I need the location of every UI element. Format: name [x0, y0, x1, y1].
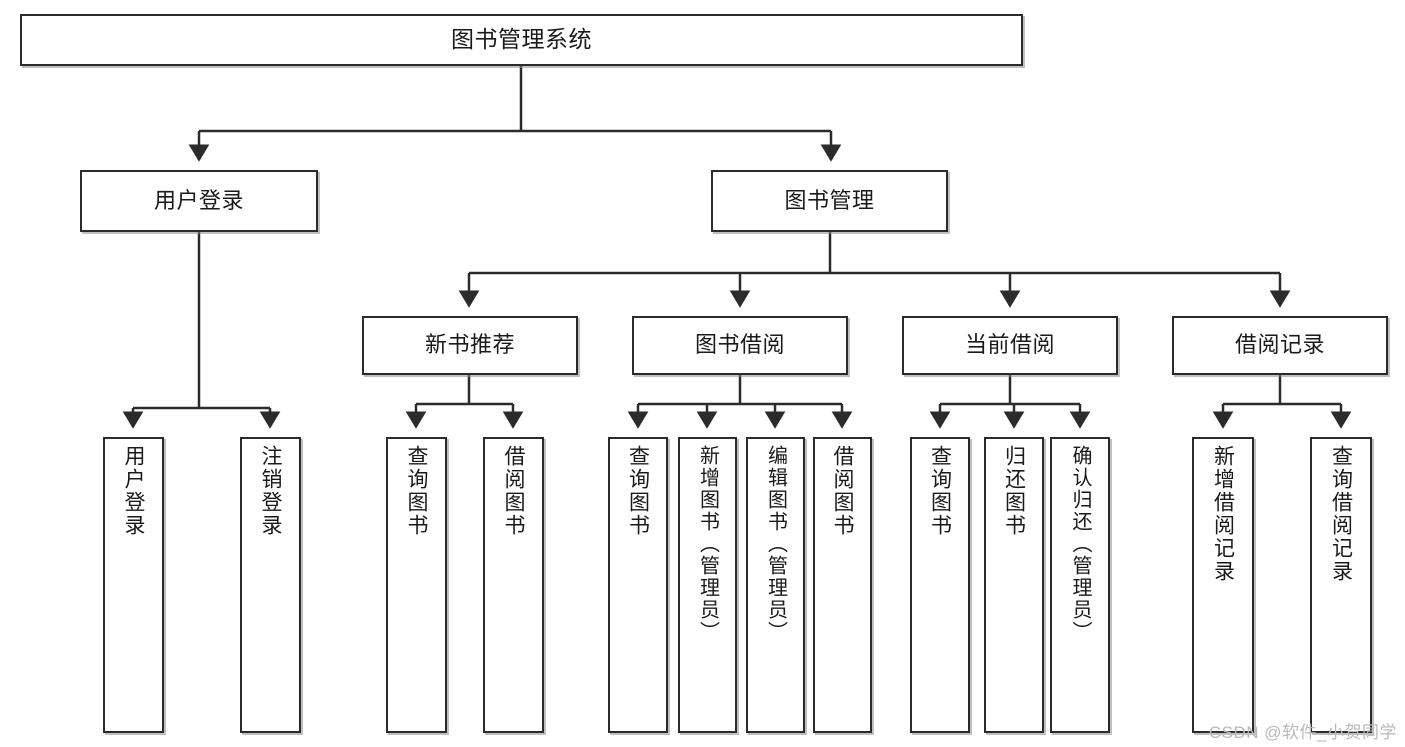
- leaf-node-leaf-add-book[interactable]: 新增图书（管理员）: [678, 437, 737, 733]
- node-label-new-book-recommend: 新书推荐: [424, 332, 515, 358]
- node-label-leaf-borrow-book-1: 借阅图书: [502, 445, 525, 537]
- node-label-user-login: 用户登录: [153, 187, 244, 213]
- level3-node-new-book-recommend[interactable]: 新书推荐: [362, 316, 578, 375]
- node-label-leaf-return-book: 归还图书: [1002, 445, 1026, 537]
- leaf-node-leaf-query-book-3[interactable]: 查询图书: [910, 437, 970, 733]
- node-label-root: 图书管理系统: [451, 26, 592, 53]
- node-label-leaf-logout: 注销登录: [259, 445, 282, 537]
- leaf-node-leaf-confirm-return[interactable]: 确认归还（管理员）: [1050, 437, 1110, 733]
- node-label-leaf-borrow-book-2: 借阅图书: [831, 445, 854, 537]
- node-label-leaf-confirm-return: 确认归还（管理员）: [1069, 445, 1091, 643]
- node-label-leaf-query-book-2: 查询图书: [626, 445, 650, 537]
- node-label-leaf-query-book-1: 查询图书: [405, 445, 428, 537]
- node-label-leaf-add-book: 新增图书（管理员）: [696, 445, 719, 643]
- node-label-leaf-add-record: 新增借阅记录: [1211, 445, 1235, 583]
- node-label-leaf-edit-book: 编辑图书（管理员）: [764, 445, 787, 643]
- level3-node-borrow-record[interactable]: 借阅记录: [1172, 316, 1388, 375]
- level3-node-book-borrow[interactable]: 图书借阅: [632, 316, 848, 375]
- level2-node-book-management[interactable]: 图书管理: [711, 170, 948, 232]
- node-label-leaf-query-book-3: 查询图书: [928, 445, 952, 537]
- leaf-node-leaf-user-login[interactable]: 用户登录: [103, 437, 164, 733]
- leaf-node-leaf-return-book[interactable]: 归还图书: [984, 437, 1044, 733]
- node-label-book-management: 图书管理: [784, 187, 875, 213]
- leaf-node-leaf-query-book-1[interactable]: 查询图书: [386, 437, 447, 733]
- level3-node-current-borrow[interactable]: 当前借阅: [902, 316, 1118, 375]
- node-label-current-borrow: 当前借阅: [964, 332, 1055, 358]
- root-node-root[interactable]: 图书管理系统: [20, 14, 1023, 66]
- leaf-node-leaf-logout[interactable]: 注销登录: [240, 437, 301, 733]
- leaf-node-leaf-query-record[interactable]: 查询借阅记录: [1310, 437, 1372, 733]
- node-label-borrow-record: 借阅记录: [1234, 332, 1325, 358]
- leaf-node-leaf-borrow-book-1[interactable]: 借阅图书: [483, 437, 544, 733]
- leaf-node-leaf-borrow-book-2[interactable]: 借阅图书: [813, 437, 872, 733]
- node-label-book-borrow: 图书借阅: [694, 332, 785, 358]
- node-label-leaf-query-record: 查询借阅记录: [1329, 445, 1353, 583]
- leaf-node-leaf-add-record[interactable]: 新增借阅记录: [1192, 437, 1254, 733]
- leaf-node-leaf-query-book-2[interactable]: 查询图书: [608, 437, 668, 733]
- node-label-leaf-user-login: 用户登录: [122, 445, 145, 537]
- leaf-node-leaf-edit-book[interactable]: 编辑图书（管理员）: [746, 437, 805, 733]
- watermark-label: CSDN @软件_小贺同学: [1208, 723, 1397, 742]
- level2-node-user-login[interactable]: 用户登录: [80, 170, 318, 232]
